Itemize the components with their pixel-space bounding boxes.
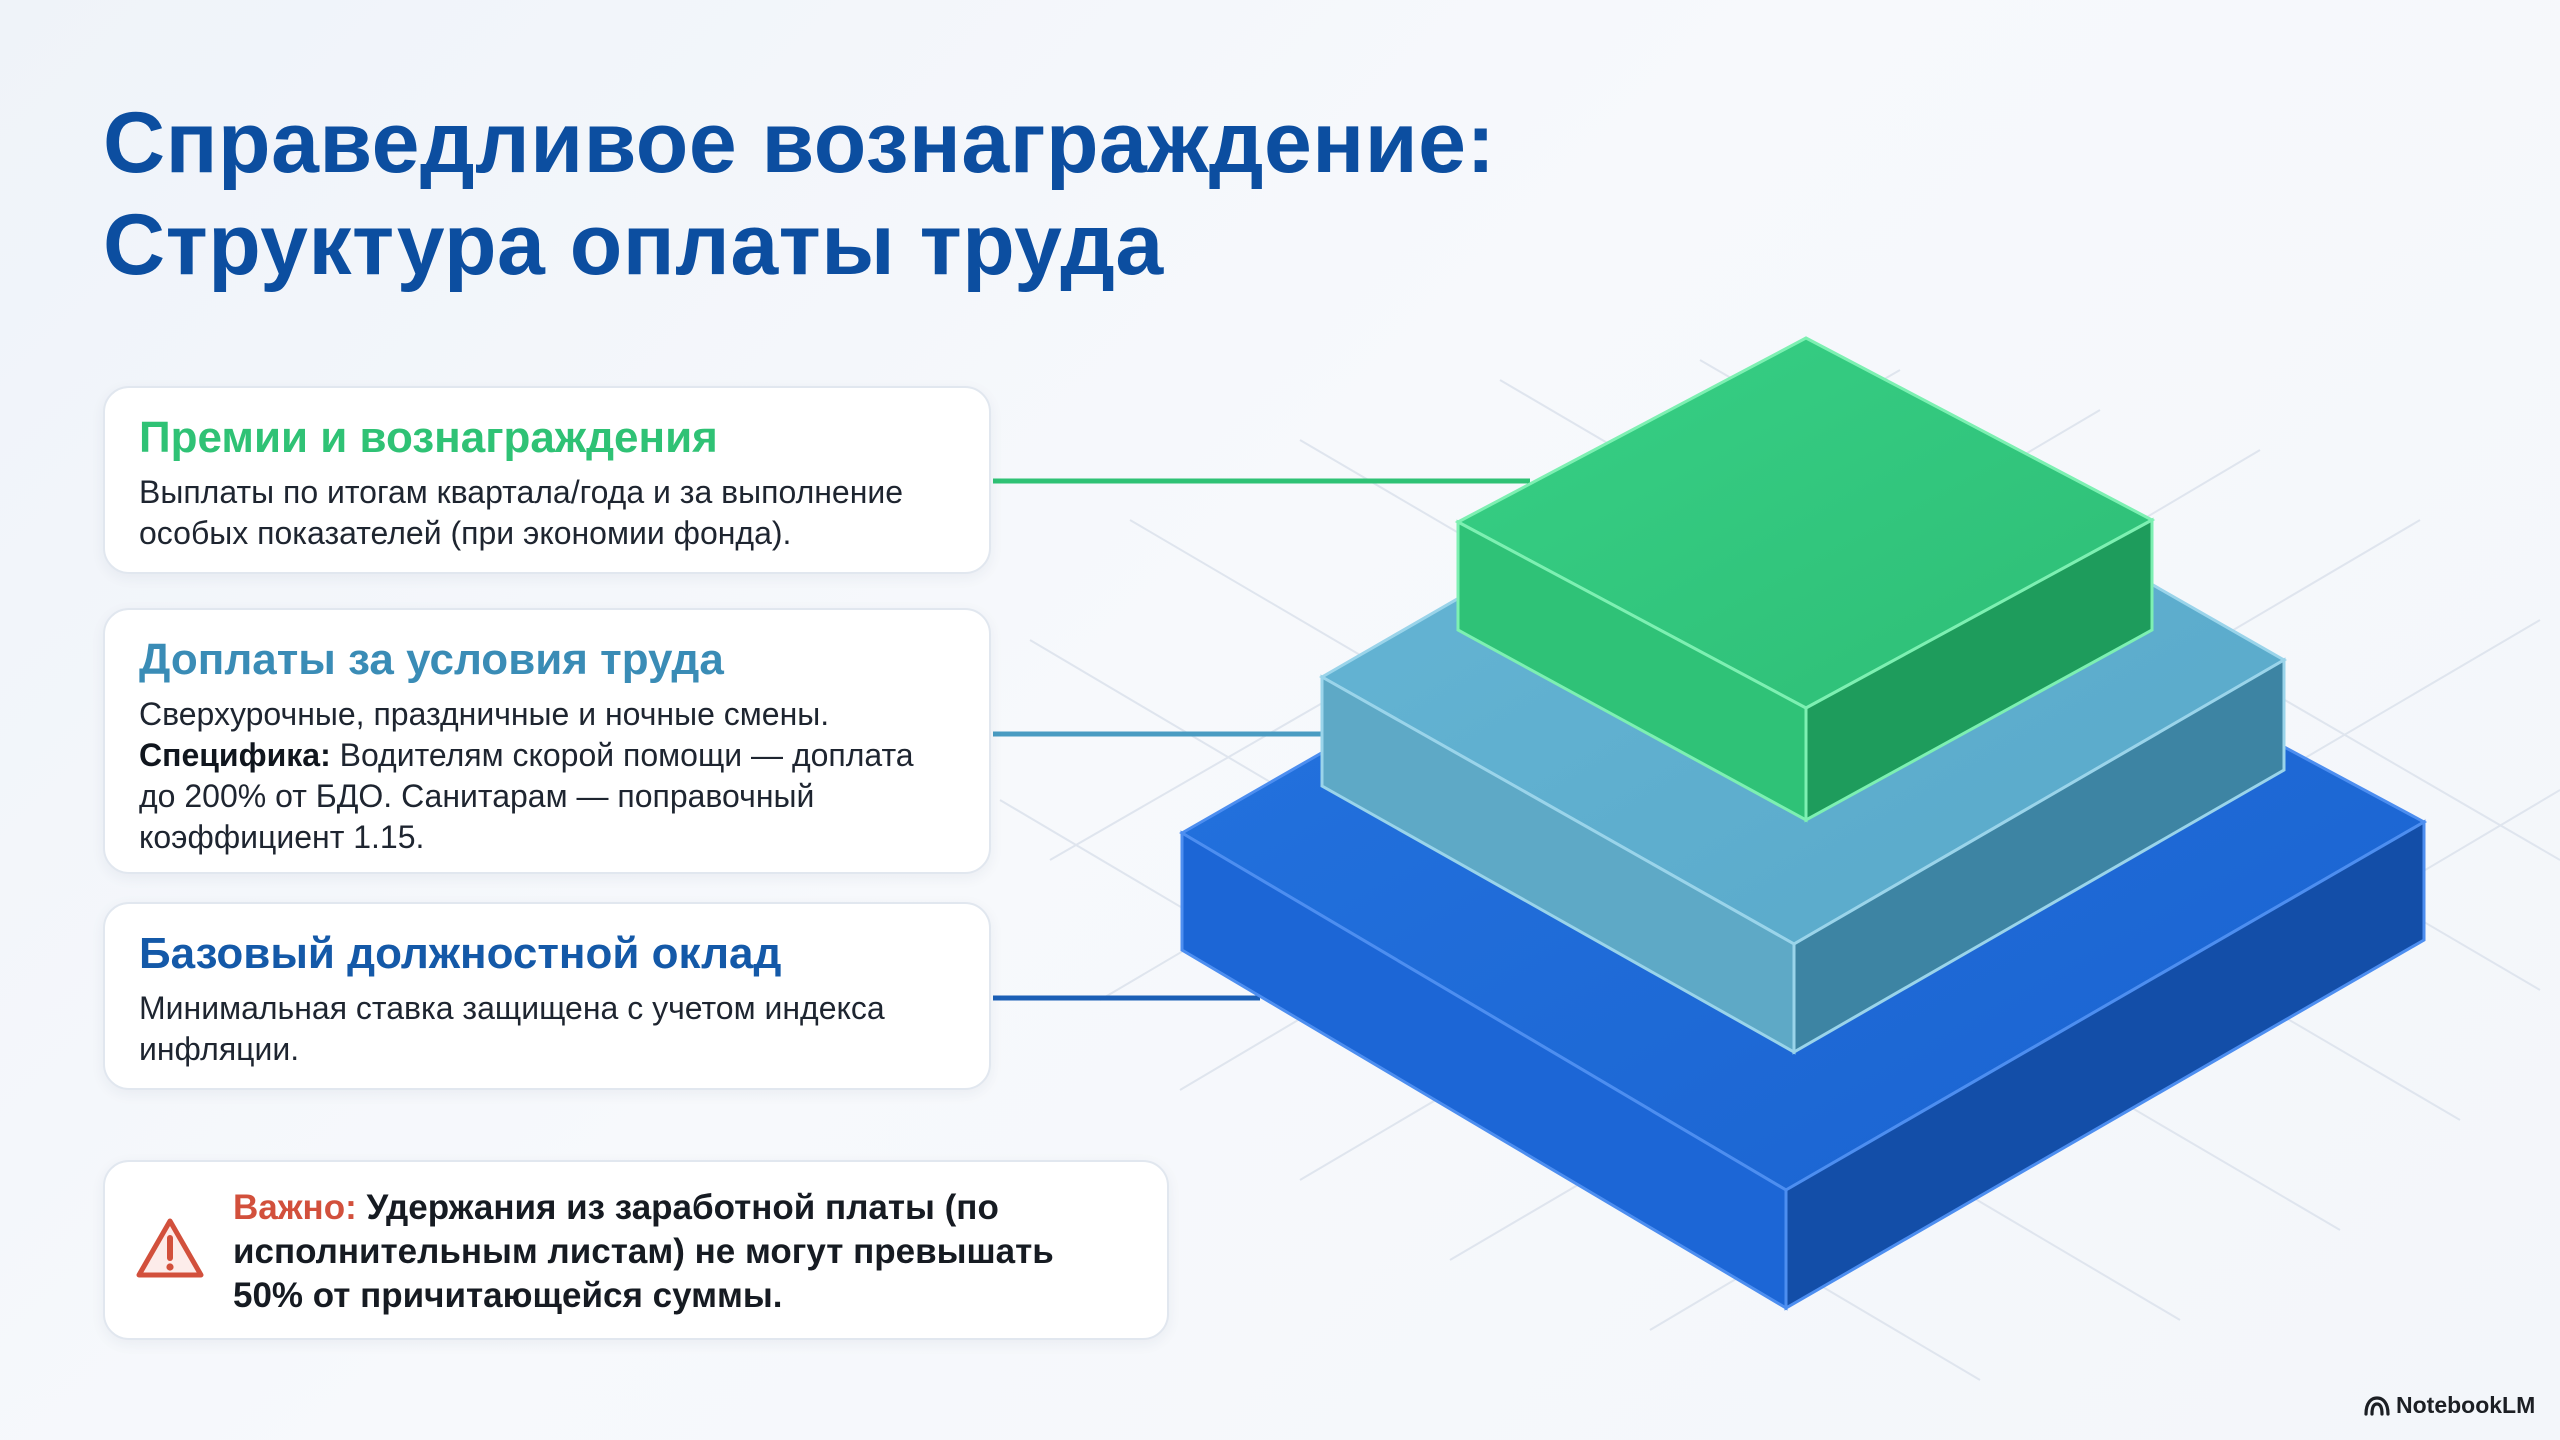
important-text: Важно: Удержания из заработной платы (по… [233, 1186, 1133, 1318]
specifics-label: Специфика: [139, 737, 331, 773]
specifics-text: Водителям скорой помощи — доплата до 200… [139, 737, 914, 855]
important-notice: Важно: Удержания из заработной платы (по… [103, 1160, 1169, 1340]
card-conditions-specifics: Специфика: Водителям скорой помощи — доп… [139, 735, 955, 858]
page-title: Справедливое вознаграждение: Структура о… [103, 92, 1496, 296]
brand-name: NotebookLM [2396, 1391, 2536, 1418]
important-body: Удержания из заработной платы (по исполн… [233, 1188, 1054, 1315]
warning-triangle-icon [136, 1218, 204, 1278]
card-conditions-line1: Сверхурочные, праздничные и ночные смены… [139, 696, 830, 732]
card-base-title: Базовый должностной оклад [139, 929, 782, 978]
card-bonuses-title: Премии и вознаграждения [139, 413, 718, 462]
important-label: Важно: [233, 1188, 357, 1227]
card-conditions-text: Сверхурочные, праздничные и ночные смены… [139, 694, 955, 858]
tier-bonus [1454, 336, 2156, 823]
card-working-conditions: Доплаты за условия труда Сверхурочные, п… [103, 608, 991, 874]
card-base-salary: Базовый должностной оклад Минимальная ст… [103, 902, 991, 1090]
card-base-text: Минимальная ставка защищена с учетом инд… [139, 990, 885, 1067]
brand-watermark: NotebookLM [2364, 1390, 2535, 1420]
notebooklm-logo-icon [2364, 1396, 2390, 1416]
card-bonuses: Премии и вознаграждения Выплаты по итога… [103, 386, 991, 574]
title-line-1: Справедливое вознаграждение: [103, 95, 1496, 191]
title-line-2: Структура оплаты труда [103, 197, 1164, 293]
card-bonuses-text: Выплаты по итогам квартала/года и за вып… [139, 474, 904, 551]
card-conditions-title: Доплаты за условия труда [139, 635, 724, 684]
